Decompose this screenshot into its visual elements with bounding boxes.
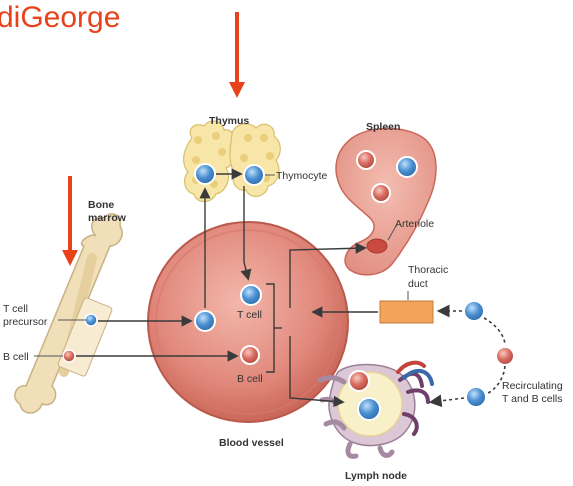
bone-marrow-label-line2: marrow xyxy=(88,212,127,224)
thoracic-duct-label-line2: duct xyxy=(408,278,428,290)
lymph-t-cell xyxy=(358,398,380,420)
vessel-t-cell-1 xyxy=(241,285,261,305)
b-cell-marrow-label: B cell xyxy=(3,351,29,363)
recirculating-label-line1: Recirculating xyxy=(502,380,563,392)
t-cell-precursor xyxy=(85,314,97,326)
red-arrow-thymus xyxy=(229,12,245,98)
thymus-cell-left xyxy=(195,164,215,184)
vessel-t-cell-2 xyxy=(195,311,215,331)
t-cell-precursor-label-line2: precursor xyxy=(3,316,48,328)
recirculating-t-cell-top xyxy=(464,301,484,321)
lymph-node-label: Lymph node xyxy=(345,470,407,482)
spleen-t-cell xyxy=(397,157,417,177)
blood-vessel-label: Blood vessel xyxy=(219,437,284,449)
thoracic-duct-label-line1: Thoracic xyxy=(408,264,448,276)
thymus-label: Thymus xyxy=(209,115,249,127)
thoracic-duct xyxy=(380,301,433,323)
recirculating-label-line2: T and B cells xyxy=(502,393,563,405)
lymph-b-cell xyxy=(349,371,369,391)
recirculating-t-cell-bottom xyxy=(466,387,486,407)
arteriole-opening xyxy=(367,239,387,253)
recirculating-b-cell xyxy=(496,347,514,365)
vessel-b-cell xyxy=(241,346,259,364)
spleen-b-cell-2 xyxy=(372,184,390,202)
red-arrow-bone-marrow xyxy=(62,176,78,266)
thymocyte-label: Thymocyte xyxy=(276,170,328,182)
thymus-organ xyxy=(184,121,281,201)
t-cell-precursor-label-line1: T cell xyxy=(3,303,28,315)
b-cell-marrow xyxy=(63,350,75,362)
page-title: diGeorge xyxy=(0,1,120,34)
blood-vessel xyxy=(148,222,348,422)
spleen-label: Spleen xyxy=(366,121,400,133)
dashed-recirculation-arrows xyxy=(432,311,505,402)
arteriole-label: Arteriole xyxy=(395,218,434,230)
bone-marrow-label-line1: Bone xyxy=(88,199,114,211)
t-cell-label: T cell xyxy=(237,309,262,321)
b-cell-label: B cell xyxy=(237,373,263,385)
spleen-b-cell-1 xyxy=(357,151,375,169)
thymocyte-cell xyxy=(244,165,264,185)
